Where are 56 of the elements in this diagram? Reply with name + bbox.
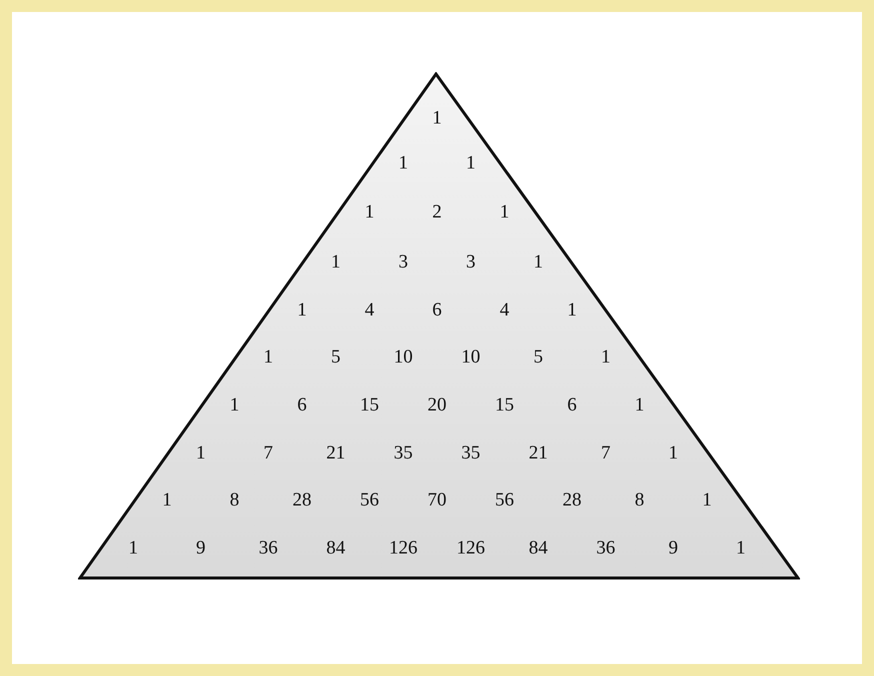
number: 6 (567, 396, 577, 414)
number: 1 (567, 300, 577, 320)
number: 70 (428, 490, 446, 510)
number: 5 (534, 348, 543, 366)
number: 1 (128, 538, 138, 558)
number: 3 (398, 252, 408, 272)
number: 8 (634, 490, 644, 510)
number: 1 (702, 490, 712, 510)
number: 56 (360, 490, 379, 510)
number: 7 (601, 444, 610, 462)
number: 84 (528, 538, 548, 558)
number: 1 (398, 154, 408, 172)
number: 35 (461, 444, 480, 462)
number: 1 (331, 252, 340, 272)
number: 84 (326, 538, 346, 558)
number: 1 (196, 444, 206, 462)
number: 28 (562, 490, 582, 510)
number: 8 (230, 490, 240, 510)
triangle-shape (78, 72, 800, 580)
number: 4 (500, 300, 510, 320)
number: 9 (196, 538, 206, 558)
number: 4 (364, 300, 374, 320)
number: 2 (432, 202, 442, 222)
number: 1 (297, 300, 307, 320)
number: 15 (360, 396, 379, 414)
number: 1 (466, 154, 476, 172)
number: 3 (466, 252, 476, 272)
number: 15 (495, 396, 514, 414)
number: 1 (601, 348, 610, 366)
number: 21 (326, 444, 346, 462)
number: 10 (461, 348, 480, 366)
number: 126 (389, 538, 418, 558)
number: 1 (500, 202, 510, 222)
number: 36 (258, 538, 278, 558)
number: 5 (331, 348, 340, 366)
number: 36 (596, 538, 616, 558)
number: 1 (162, 490, 172, 510)
number: 1 (634, 396, 644, 414)
number: 1 (432, 108, 442, 128)
number: 7 (264, 444, 273, 462)
number: 126 (456, 538, 485, 558)
number: 6 (297, 396, 307, 414)
number: 20 (428, 396, 446, 414)
number: 10 (394, 348, 413, 366)
number: 1 (364, 202, 374, 222)
number: 1 (534, 252, 543, 272)
number: 1 (264, 348, 273, 366)
number: 28 (292, 490, 312, 510)
number: 9 (668, 538, 678, 558)
number: 1 (230, 396, 240, 414)
number: 56 (495, 490, 514, 510)
number: 1 (736, 538, 746, 558)
number: 21 (528, 444, 548, 462)
number: 6 (432, 300, 442, 320)
number: 1 (668, 444, 678, 462)
number: 35 (394, 444, 413, 462)
